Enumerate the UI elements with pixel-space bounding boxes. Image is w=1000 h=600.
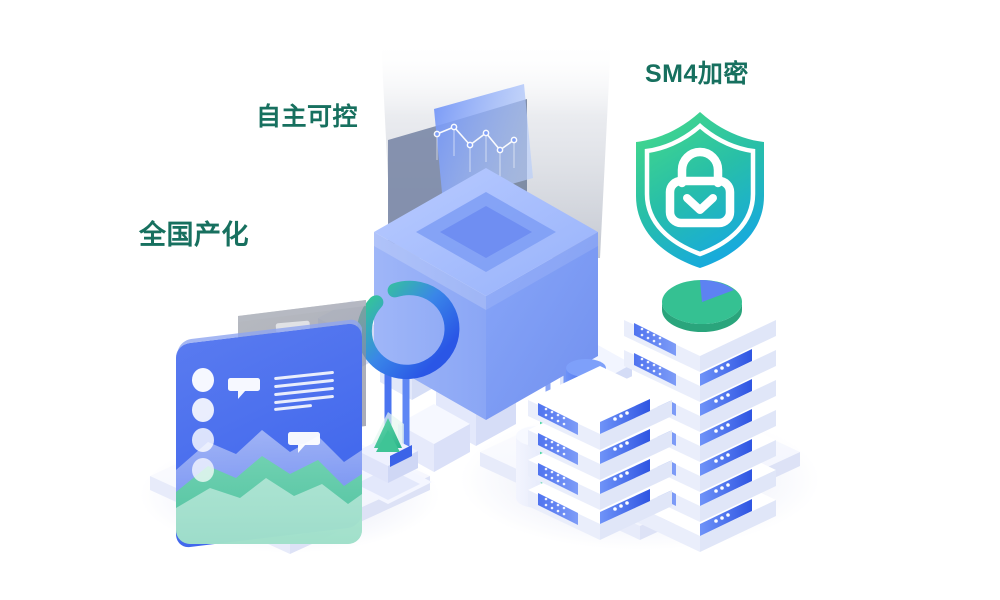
- avatar-list: [192, 368, 214, 482]
- chat-bubble: [228, 378, 260, 399]
- label-autonomous-control: 自主可控: [256, 103, 359, 131]
- shield-lock-icon: [636, 112, 764, 268]
- label-sm4-encryption: SM4加密: [645, 60, 749, 88]
- data-cube: [374, 168, 598, 420]
- server-rack-short: [528, 366, 672, 540]
- chat-bubble: [288, 432, 320, 453]
- text-line-group: [274, 371, 334, 411]
- screen-content: [176, 430, 362, 544]
- tree-marker: [344, 412, 432, 504]
- dashboard-screen: [176, 319, 362, 548]
- pie-chart-marker: [662, 279, 742, 332]
- server-slab: [528, 366, 672, 450]
- label-localization: 全国产化: [139, 220, 249, 250]
- line-chart-panel: [433, 123, 518, 177]
